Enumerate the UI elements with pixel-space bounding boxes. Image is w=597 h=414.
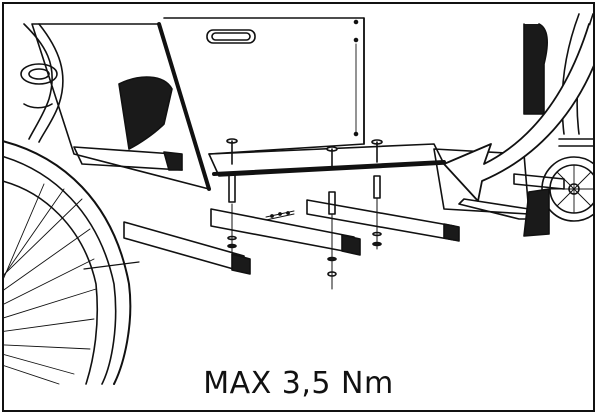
cargo-box <box>31 17 446 191</box>
lower-rail-right <box>306 199 460 242</box>
cargo-bike-mounting-illustration <box>4 13 593 385</box>
front-rail <box>73 146 183 171</box>
washer-icon <box>265 210 295 221</box>
bolt-icon <box>226 138 238 255</box>
rear-wheel <box>513 13 593 222</box>
bolt-icon <box>371 139 383 250</box>
bolt-icon <box>326 146 338 290</box>
lower-rail-left <box>123 221 251 275</box>
front-wheel <box>4 140 140 385</box>
torque-specification: MAX 3,5 Nm <box>203 366 394 401</box>
lower-rail-middle <box>210 208 361 256</box>
front-fork <box>20 23 64 143</box>
curved-arrow-icon <box>443 23 593 202</box>
rear-platform <box>433 148 550 237</box>
